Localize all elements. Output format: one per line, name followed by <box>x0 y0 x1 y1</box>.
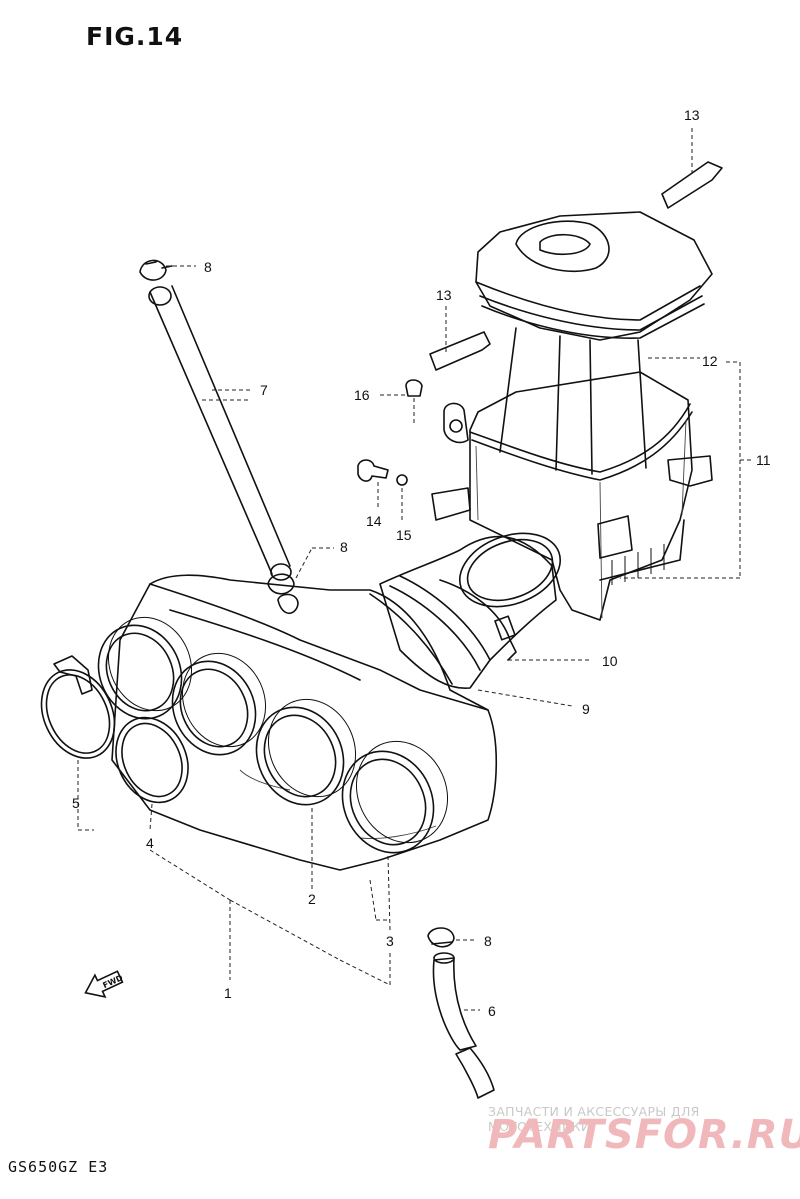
leader-lines <box>77 357 752 1011</box>
callout-8-top: 8 <box>204 259 212 275</box>
intake-boot-1 <box>97 616 193 720</box>
callout-8-mid: 8 <box>340 539 348 555</box>
intake-boot-4 <box>341 740 449 854</box>
air-cleaner-element <box>475 211 713 475</box>
callout-4: 4 <box>146 835 154 851</box>
figure-title: FIG.14 <box>86 22 184 51</box>
intake-boot-3 <box>255 698 357 806</box>
washer-15 <box>396 474 408 520</box>
callout-8-bottom: 8 <box>484 933 492 949</box>
hose-clamp-8-bottom <box>427 927 455 948</box>
callout-16: 16 <box>354 387 370 403</box>
clamp-10 <box>439 579 517 661</box>
callout-9: 9 <box>582 701 590 717</box>
drain-hose-6 <box>432 952 495 1099</box>
callout-10: 10 <box>602 653 618 669</box>
callout-15: 15 <box>396 527 412 543</box>
cleaner-hose <box>369 532 562 690</box>
callout-1: 1 <box>224 985 232 1001</box>
callout-13-mid: 13 <box>436 287 452 303</box>
callout-12: 12 <box>702 353 718 369</box>
callout-2: 2 <box>308 891 316 907</box>
clip-13-lower <box>429 306 491 371</box>
callout-numbers: 13 8 13 12 7 16 11 14 15 8 10 9 5 4 2 3 … <box>72 107 771 1019</box>
screw-14 <box>357 459 389 508</box>
boot-clamp-5 <box>40 655 116 759</box>
watermark-tagline: ЗАПЧАСТИ И АКСЕССУАРЫ ДЛЯ МОТОТЕХНИКИ <box>488 1104 700 1134</box>
air-cleaner-box <box>431 371 713 621</box>
boot-ring-4 <box>115 716 189 804</box>
model-code: GS650GZ E3 <box>8 1158 109 1176</box>
callout-3: 3 <box>386 933 394 949</box>
screw-16 <box>405 379 423 426</box>
clip-13-upper <box>661 128 723 209</box>
forward-arrow-label: FWD <box>101 973 124 990</box>
callout-11: 11 <box>756 452 771 468</box>
hose-clamp-8-top <box>139 259 196 281</box>
callout-7: 7 <box>260 382 268 398</box>
callout-14: 14 <box>366 513 382 529</box>
callout-6: 6 <box>488 1003 496 1019</box>
callout-13-top: 13 <box>684 107 700 123</box>
hose-clamp-8-mid <box>267 547 334 615</box>
intake-case <box>111 574 498 871</box>
watermark-logo: PARTSFOR.RU <box>488 1112 800 1158</box>
breather-hose-7 <box>148 285 292 581</box>
intake-boot-2 <box>171 652 267 756</box>
forward-arrow: FWD <box>84 970 125 998</box>
callout-5: 5 <box>72 795 80 811</box>
